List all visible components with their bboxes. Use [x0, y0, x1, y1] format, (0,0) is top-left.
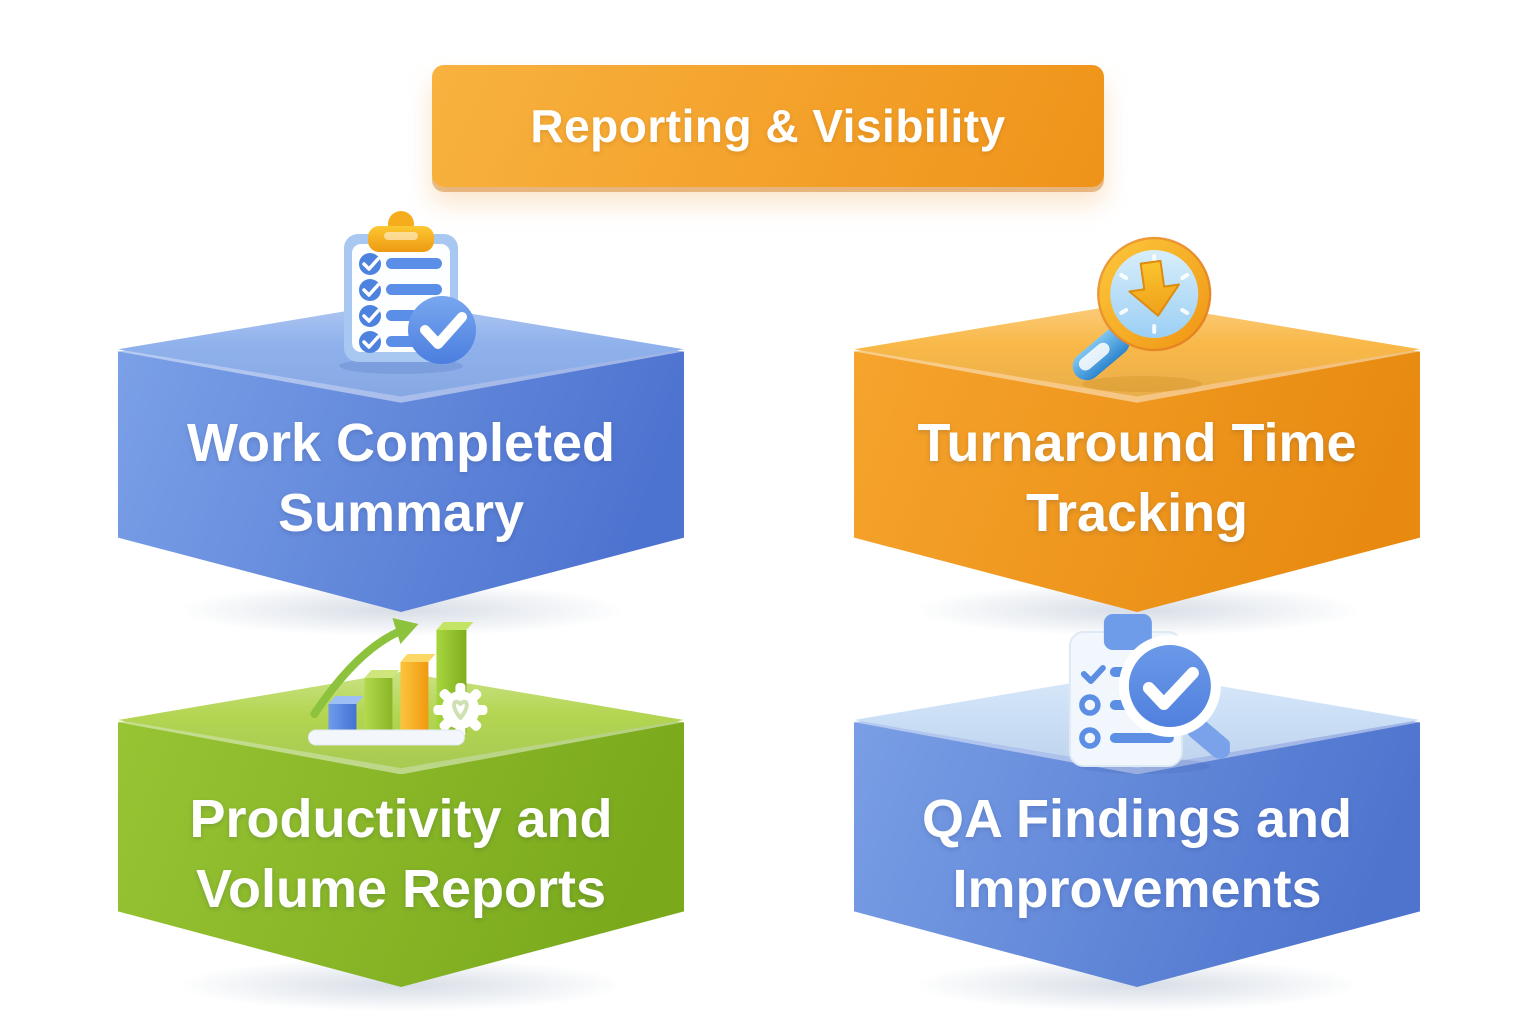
title-banner: Reporting & Visibility [432, 65, 1104, 187]
card-turnaround-time-tracking: Turnaround Time Tracking [854, 236, 1420, 636]
card-label: Work Completed Summary [118, 408, 684, 548]
clipboard-checklist-icon [339, 211, 476, 374]
card-label: Productivity and Volume Reports [118, 784, 684, 924]
card-label-line: Tracking [1025, 483, 1249, 543]
bar-chart-growth-icon [307, 618, 488, 746]
card-label-line: Improvements [952, 859, 1322, 919]
card-label: Turnaround Time Tracking [854, 408, 1420, 548]
card-label-line: Turnaround Time [917, 413, 1357, 473]
card-label-line: Volume Reports [195, 859, 607, 919]
card-label-line: Productivity and [189, 789, 613, 849]
card-label-line: Summary [277, 483, 525, 543]
magnifier-clock-icon [1072, 236, 1212, 392]
card-label-line: Work Completed [186, 413, 616, 473]
card-label: QA Findings and Improvements [854, 784, 1420, 924]
card-productivity-volume-reports: Productivity and Volume Reports [118, 618, 684, 1011]
card-label-line: QA Findings and [922, 789, 1352, 849]
card-qa-findings-improvements: QA Findings and Improvements [854, 614, 1420, 1011]
clipboard-magnifier-icon [1068, 614, 1230, 774]
page-title: Reporting & Visibility [530, 100, 1006, 152]
card-work-completed-summary: Work Completed Summary [118, 211, 684, 636]
